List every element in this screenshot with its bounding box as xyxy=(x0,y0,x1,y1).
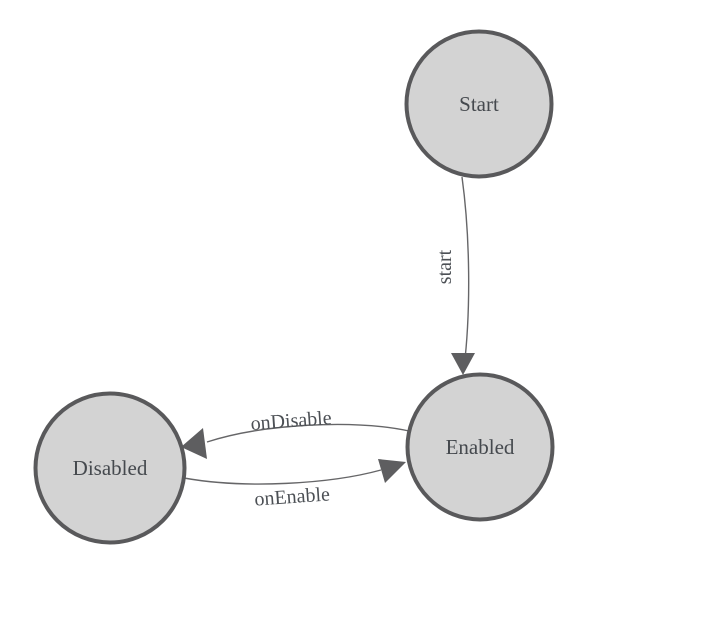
node-enabled: Enabled xyxy=(405,372,555,522)
arrowhead-disabled-to-enabled xyxy=(378,459,406,483)
node-enabled-label: Enabled xyxy=(446,435,515,459)
node-enabled-circle xyxy=(405,372,555,522)
node-disabled: Disabled xyxy=(33,391,187,545)
edge-label-onenable: onEnable xyxy=(254,483,331,510)
edge-label-ondisable: onDisable xyxy=(250,407,333,435)
edge-start-to-enabled: start xyxy=(434,176,475,375)
arrowhead-start-to-enabled xyxy=(451,353,475,375)
node-disabled-label: Disabled xyxy=(73,456,148,480)
edge-line-start xyxy=(461,176,470,369)
edge-enabled-to-disabled: onDisable xyxy=(181,407,410,459)
node-start-label: Start xyxy=(459,92,499,116)
node-start: Start xyxy=(404,29,554,179)
edge-label-start: start xyxy=(434,249,456,284)
edge-disabled-to-enabled: onEnable xyxy=(183,459,406,511)
edge-line-ondisable xyxy=(206,423,410,443)
arrowhead-enabled-to-disabled xyxy=(181,428,207,459)
edge-line-onenable xyxy=(183,469,382,485)
node-start-circle xyxy=(404,29,554,179)
node-disabled-circle xyxy=(33,391,187,545)
